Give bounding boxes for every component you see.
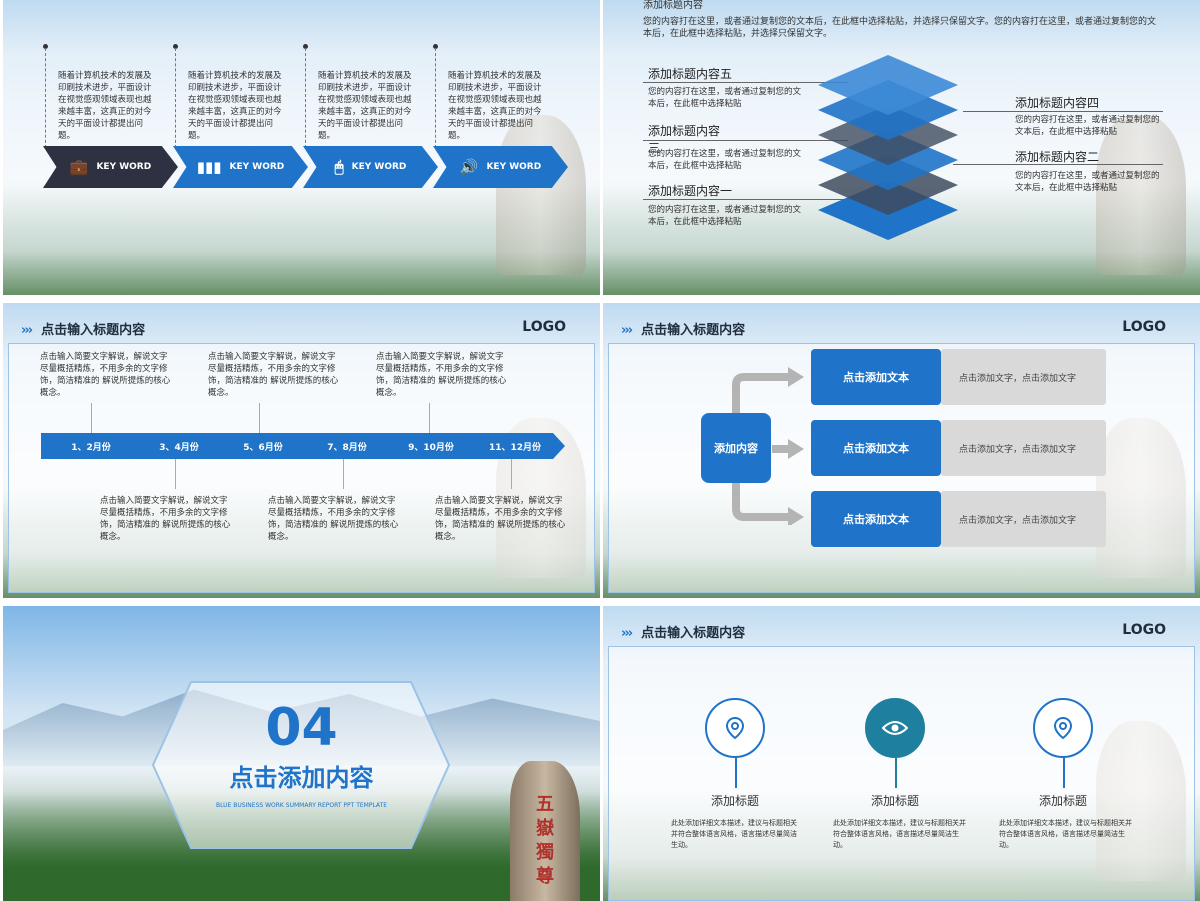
right-desc-2: 您的内容打在这里，或者通过复制您的文本后，在此框中选择粘贴 (1015, 170, 1165, 194)
mouse-icon: 🖱 (335, 158, 344, 176)
slide-header: ›››点击输入标题内容 (621, 319, 745, 338)
location-pin-icon (1053, 716, 1073, 740)
slide-5[interactable]: 五嶽獨尊 04 点击添加内容 BLUE BUSINESS WORK SUMMAR… (3, 606, 600, 901)
item-title-1: 添加标题 (685, 792, 785, 809)
connector (511, 459, 512, 489)
section-number: 04 (3, 698, 600, 758)
text-box-2[interactable]: 点击添加文本 (811, 420, 941, 476)
chevron-right-icon: ››› (621, 323, 631, 338)
bar-chart-icon: ▮▮▮ (197, 158, 222, 176)
text-box-1[interactable]: 点击添加文本 (811, 349, 941, 405)
month-arrow-5[interactable]: 9、10月份 (381, 433, 481, 459)
slide-1[interactable]: 随着计算机技术的发展及印刷技术进步，平面设计在视觉感观领域表现也越来越丰富，这真… (3, 0, 600, 295)
month-arrow-6[interactable]: 11、12月份 (465, 433, 565, 459)
month-arrow-2[interactable]: 3、4月份 (129, 433, 229, 459)
chevron-right-icon: ››› (621, 626, 631, 641)
slide-6[interactable]: ›››点击输入标题内容 LOGO 添加标题 此处添加详细文本描述，建议与标题相关… (603, 606, 1200, 901)
left-desc-3: 您的内容打在这里，或者通过复制您的文本后，在此框中选择粘贴 (648, 148, 808, 172)
month-arrow-1[interactable]: 1、2月份 (41, 433, 141, 459)
location-circle[interactable] (705, 698, 765, 758)
item-desc-1: 此处添加详细文本描述，建议与标题相关并符合整体语言风格，语言描述尽量简洁生动。 (671, 818, 801, 851)
location-circle[interactable] (1033, 698, 1093, 758)
desc-top-3: 点击输入简要文字解说，解说文字尽量概括精炼，不用多余的文字修饰，简洁精准的 解说… (376, 351, 511, 399)
dashed-line (435, 48, 436, 148)
desc-4: 随着计算机技术的发展及印刷技术进步，平面设计在视觉感观领域表现也越来越丰富，这真… (448, 70, 548, 142)
stem-line (1063, 758, 1065, 788)
eye-circle[interactable] (865, 698, 925, 758)
location-pin-icon (725, 716, 745, 740)
content-panel (608, 646, 1195, 901)
dashed-line (45, 48, 46, 148)
logo: LOGO (1122, 622, 1166, 638)
desc-bottom-2: 点击输入简要文字解说，解说文字尽量概括精炼，不用多余的文字修饰，简洁精准的 解说… (268, 495, 403, 543)
keyword-arrow-briefcase[interactable]: 💼 KEY WORD (43, 146, 178, 188)
left-title-5: 添加标题内容五 (648, 65, 732, 82)
top-desc: 您的内容打在这里，或者通过复制您的文本后，在此框中选择粘贴，并选择只保留文字。您… (643, 16, 1163, 40)
item-desc-2: 此处添加详细文本描述，建议与标题相关并符合整体语言风格，语言描述尽量简洁生动。 (833, 818, 968, 851)
right-desc-4: 您的内容打在这里，或者通过复制您的文本后，在此框中选择粘贴 (1015, 114, 1165, 138)
stem-line (895, 758, 897, 788)
speaker-icon: 🔊 (460, 158, 479, 176)
sky-bg (3, 0, 600, 60)
left-desc-1: 您的内容打在这里，或者通过复制您的文本后，在此框中选择粘贴 (648, 204, 808, 228)
eye-icon (882, 720, 908, 736)
dashed-line (305, 48, 306, 148)
slide-3[interactable]: ›››点击输入标题内容 LOGO 点击输入简要文字解说，解说文字尽量概括精炼，不… (3, 303, 600, 598)
desc-2: 随着计算机技术的发展及印刷技术进步，平面设计在视觉感观领域表现也越来越丰富，这真… (188, 70, 288, 142)
left-title-1: 添加标题内容一 (648, 182, 732, 199)
connector-line (963, 111, 1163, 112)
right-title-2: 添加标题内容二 (1015, 148, 1099, 165)
slide-header: ›››点击输入标题内容 (21, 319, 145, 338)
chevron-right-icon: ››› (21, 323, 31, 338)
keyword-arrow-speaker[interactable]: 🔊 KEY WORD (433, 146, 568, 188)
detail-box-2[interactable]: 点击添加文字，点击添加文字 (941, 420, 1106, 476)
text-box-3[interactable]: 点击添加文本 (811, 491, 941, 547)
top-title: 添加标题内容 (643, 0, 703, 11)
month-arrow-4[interactable]: 7、8月份 (297, 433, 397, 459)
dashed-line (175, 48, 176, 148)
slide-2[interactable]: 添加标题内容 您的内容打在这里，或者通过复制您的文本后，在此框中选择粘贴，并选择… (603, 0, 1200, 295)
logo: LOGO (522, 319, 566, 335)
keyword-arrow-chart[interactable]: ▮▮▮ KEY WORD (173, 146, 308, 188)
connector (259, 403, 260, 433)
desc-bottom-3: 点击输入简要文字解说，解说文字尽量概括精炼，不用多余的文字修饰，简洁精准的 解说… (435, 495, 570, 543)
connector (343, 459, 344, 489)
slide-4[interactable]: ›››点击输入标题内容 LOGO 添加内容 点击添加文本 点击添加文字，点击添加… (603, 303, 1200, 598)
slide-header: ›››点击输入标题内容 (621, 622, 745, 641)
logo: LOGO (1122, 319, 1166, 335)
section-subtitle: BLUE BUSINESS WORK SUMMARY REPORT PPT TE… (3, 802, 600, 809)
item-title-2: 添加标题 (845, 792, 945, 809)
desc-3: 随着计算机技术的发展及印刷技术进步，平面设计在视觉感观领域表现也越来越丰富，这真… (318, 70, 418, 142)
detail-box-1[interactable]: 点击添加文字，点击添加文字 (941, 349, 1106, 405)
keyword-arrow-mouse[interactable]: 🖱 KEY WORD (303, 146, 438, 188)
briefcase-icon: 💼 (70, 158, 89, 176)
desc-top-2: 点击输入简要文字解说，解说文字尽量概括精炼，不用多余的文字修饰，简洁精准的 解说… (208, 351, 343, 399)
desc-1: 随着计算机技术的发展及印刷技术进步，平面设计在视觉感观领域表现也越来越丰富，这真… (58, 70, 158, 142)
connector (175, 459, 176, 489)
branch-arrows (728, 365, 808, 525)
connector-line (953, 164, 1163, 165)
item-desc-3: 此处添加详细文本描述，建议与标题相关并符合整体语言风格，语言描述尽量简洁生动。 (999, 818, 1134, 851)
detail-box-3[interactable]: 点击添加文字，点击添加文字 (941, 491, 1106, 547)
section-title: 点击添加内容 (3, 758, 600, 793)
right-title-4: 添加标题内容四 (1015, 94, 1099, 111)
rock-bg (1096, 115, 1186, 275)
left-desc-5: 您的内容打在这里，或者通过复制您的文本后，在此框中选择粘贴 (648, 86, 808, 110)
month-arrow-3[interactable]: 5、6月份 (213, 433, 313, 459)
desc-top-1: 点击输入简要文字解说，解说文字尽量概括精炼，不用多余的文字修饰，简洁精准的 解说… (40, 351, 175, 399)
connector (91, 403, 92, 433)
stacked-layers-graphic (808, 45, 968, 245)
item-title-3: 添加标题 (1013, 792, 1113, 809)
desc-bottom-1: 点击输入简要文字解说，解说文字尽量概括精炼，不用多余的文字修饰，简洁精准的 解说… (100, 495, 235, 543)
stem-line (735, 758, 737, 788)
connector (429, 403, 430, 433)
